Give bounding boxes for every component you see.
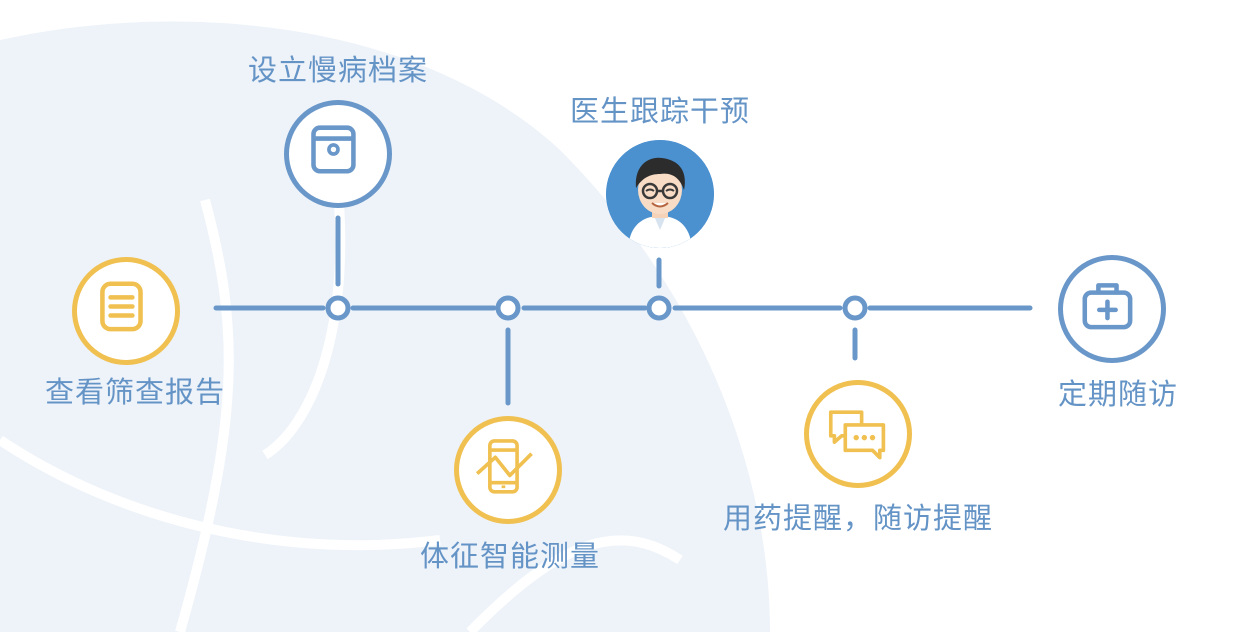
label-doctor-followup: 医生跟踪干预 — [569, 94, 751, 128]
medical-kit-icon — [1082, 283, 1133, 330]
document-icon — [100, 281, 143, 332]
label-chronic-file: 设立慢病档案 — [247, 53, 429, 87]
label-view-report: 查看筛查报告 — [44, 375, 226, 409]
step-view-report — [72, 257, 180, 365]
doctor-illustration — [606, 140, 714, 248]
timeline-node — [495, 295, 521, 321]
doctor-avatar — [606, 140, 714, 248]
label-regular-visit: 定期随访 — [1057, 377, 1179, 411]
archive-box-icon — [311, 125, 356, 174]
timeline-node — [646, 295, 672, 321]
label-vitals-measure: 体征智能测量 — [419, 539, 601, 573]
step-regular-visit — [1058, 255, 1166, 363]
chat-bubbles-icon — [828, 410, 886, 460]
step-reminders — [804, 380, 912, 488]
step-vitals-measure — [454, 416, 562, 524]
timeline-node — [325, 295, 351, 321]
timeline-node — [842, 295, 868, 321]
step-chronic-file — [284, 100, 392, 208]
smartphone-chart-icon — [475, 439, 533, 494]
label-reminders: 用药提醒，随访提醒 — [722, 501, 994, 535]
